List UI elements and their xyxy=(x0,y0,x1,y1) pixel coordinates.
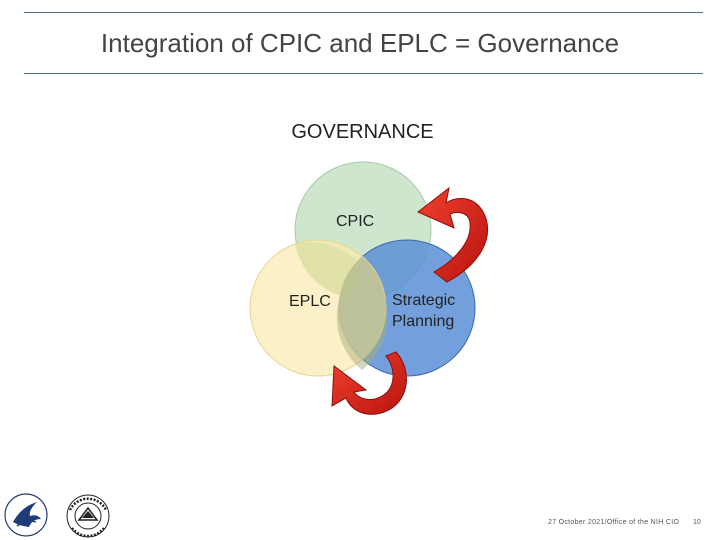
cpic-label: CPIC xyxy=(336,213,374,230)
cpic-eplc-overlap xyxy=(295,242,359,298)
footer-text: 27 October 2021/Office of the NIH CIO xyxy=(548,519,680,526)
center-overlap xyxy=(336,257,388,370)
planning-label: Planning xyxy=(392,313,454,330)
national-institutes-of-health-seal xyxy=(66,494,110,538)
slide-title: Integration of CPIC and EPLC = Governanc… xyxy=(100,28,620,58)
title-bottom-rule xyxy=(24,73,703,74)
page-number: 10 xyxy=(693,519,701,526)
strategic-label: Strategic xyxy=(392,292,455,309)
title-top-rule xyxy=(24,12,703,13)
curved-arrow-lower xyxy=(331,351,407,415)
curved-arrow-upper xyxy=(417,186,489,283)
eplc-label: EPLC xyxy=(289,293,331,310)
governance-heading: GOVERNANCE xyxy=(291,121,434,143)
hhs-eagle-logo xyxy=(4,493,48,537)
